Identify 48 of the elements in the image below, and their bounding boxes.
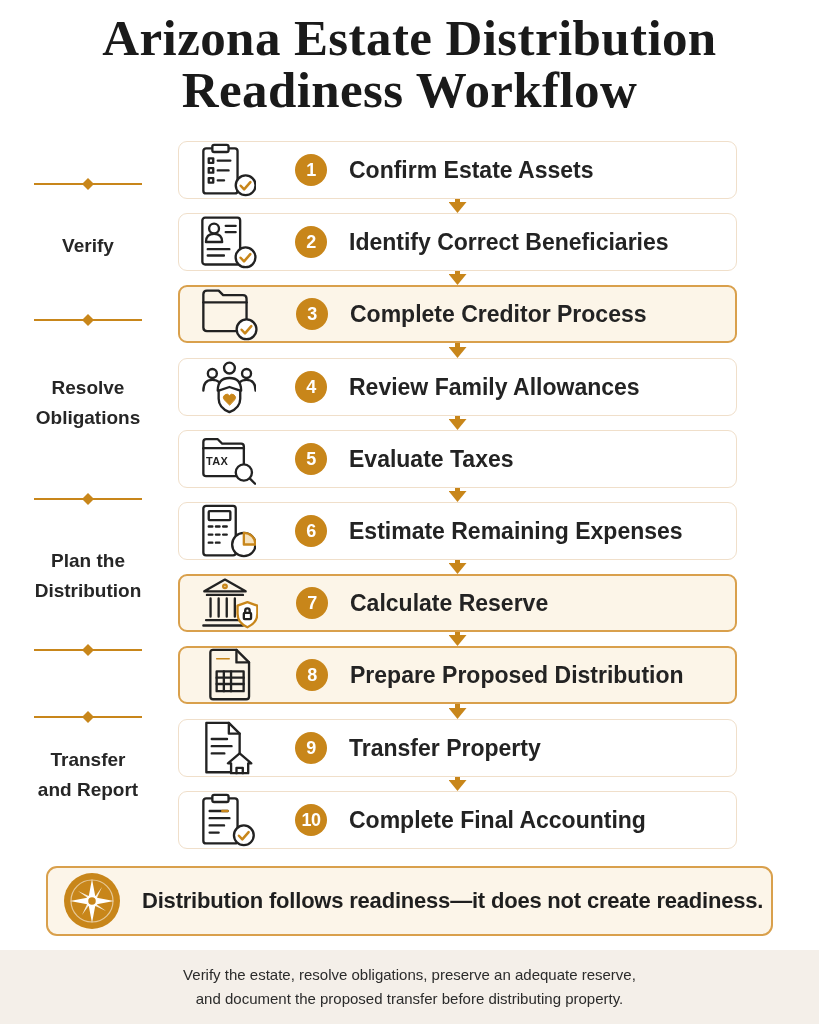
phase-label: Resolve Obligations <box>34 376 142 430</box>
step-box <box>178 141 737 199</box>
step-title: Confirm Estate Assets <box>349 156 595 184</box>
step-number: 5 <box>295 443 327 475</box>
callout-text: Distribution follows readiness—it does not create readiness. <box>142 888 764 914</box>
caption: Verify the estate, resolve obligations, preserve an adequate reserve, and document the proposed transfer before distributing property. <box>182 965 637 1009</box>
step-title: Review Family Allowances <box>349 373 641 401</box>
flow-arrow <box>448 199 467 213</box>
highlighted-step-box <box>178 574 737 632</box>
step-box <box>178 791 737 849</box>
step-title: Estimate Remaining Expenses <box>349 517 684 545</box>
step-number: 3 <box>296 298 328 330</box>
step-title: Evaluate Taxes <box>349 445 515 473</box>
step-number: 1 <box>295 154 327 186</box>
icon-caption: TAX <box>206 455 229 467</box>
step-title: Complete Creditor Process <box>350 300 648 328</box>
step-box <box>178 719 737 777</box>
step-number: 7 <box>296 587 328 619</box>
phase-label: Transfer and Report <box>36 748 140 802</box>
flow-arrow <box>448 416 467 430</box>
step-number: 2 <box>295 226 327 258</box>
highlighted-step-box <box>178 646 737 704</box>
highlighted-step-box <box>178 285 737 343</box>
step-title: Calculate Reserve <box>350 589 550 617</box>
step-number: 8 <box>296 659 328 691</box>
step-box <box>178 358 737 416</box>
step-number: 6 <box>295 515 327 547</box>
phase-label: Verify <box>61 234 115 258</box>
step-title: Transfer Property <box>349 734 542 762</box>
flow-arrow <box>448 777 467 791</box>
step-box <box>178 502 737 560</box>
step-title: Complete Final Accounting <box>349 806 647 834</box>
callout-box <box>46 866 773 936</box>
flow-arrow <box>448 560 467 574</box>
flow-arrow <box>448 632 467 646</box>
step-title: Prepare Proposed Distribution <box>350 661 685 689</box>
phase-label: Plan the Distribution <box>33 549 143 603</box>
flow-arrow <box>448 343 467 358</box>
step-box <box>178 430 737 488</box>
step-title: Identify Correct Beneficiaries <box>349 228 670 256</box>
step-number: 9 <box>295 732 327 764</box>
flow-arrow <box>448 271 467 285</box>
step-number: 4 <box>295 371 327 403</box>
flow-arrow <box>448 704 467 719</box>
step-number: 10 <box>295 804 327 836</box>
title: Arizona Estate Distribution Readiness Workflow <box>101 12 718 116</box>
flow-arrow <box>448 488 467 502</box>
step-box <box>178 213 737 271</box>
